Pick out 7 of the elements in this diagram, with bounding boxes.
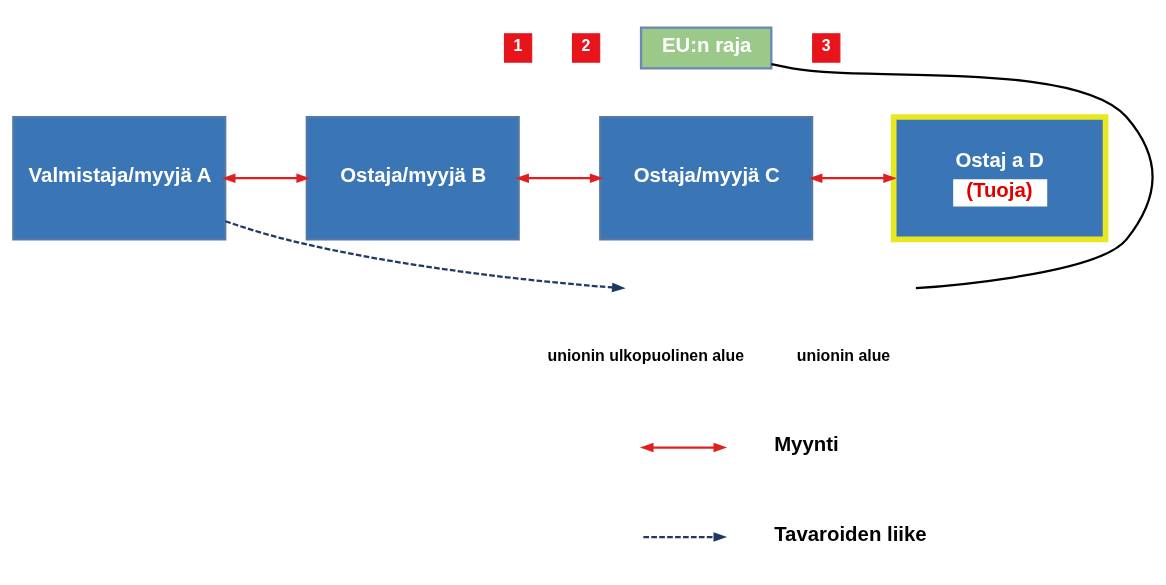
- label: unionin alue: [796, 347, 891, 365]
- label: unionin ulkopuolinen alue: [547, 347, 745, 365]
- label: 1: [513, 36, 523, 54]
- legend-label: Myynti: [774, 433, 839, 456]
- label: 3: [821, 36, 831, 54]
- label: 2: [581, 36, 591, 54]
- legend-label: Tavaroiden liike: [774, 522, 927, 545]
